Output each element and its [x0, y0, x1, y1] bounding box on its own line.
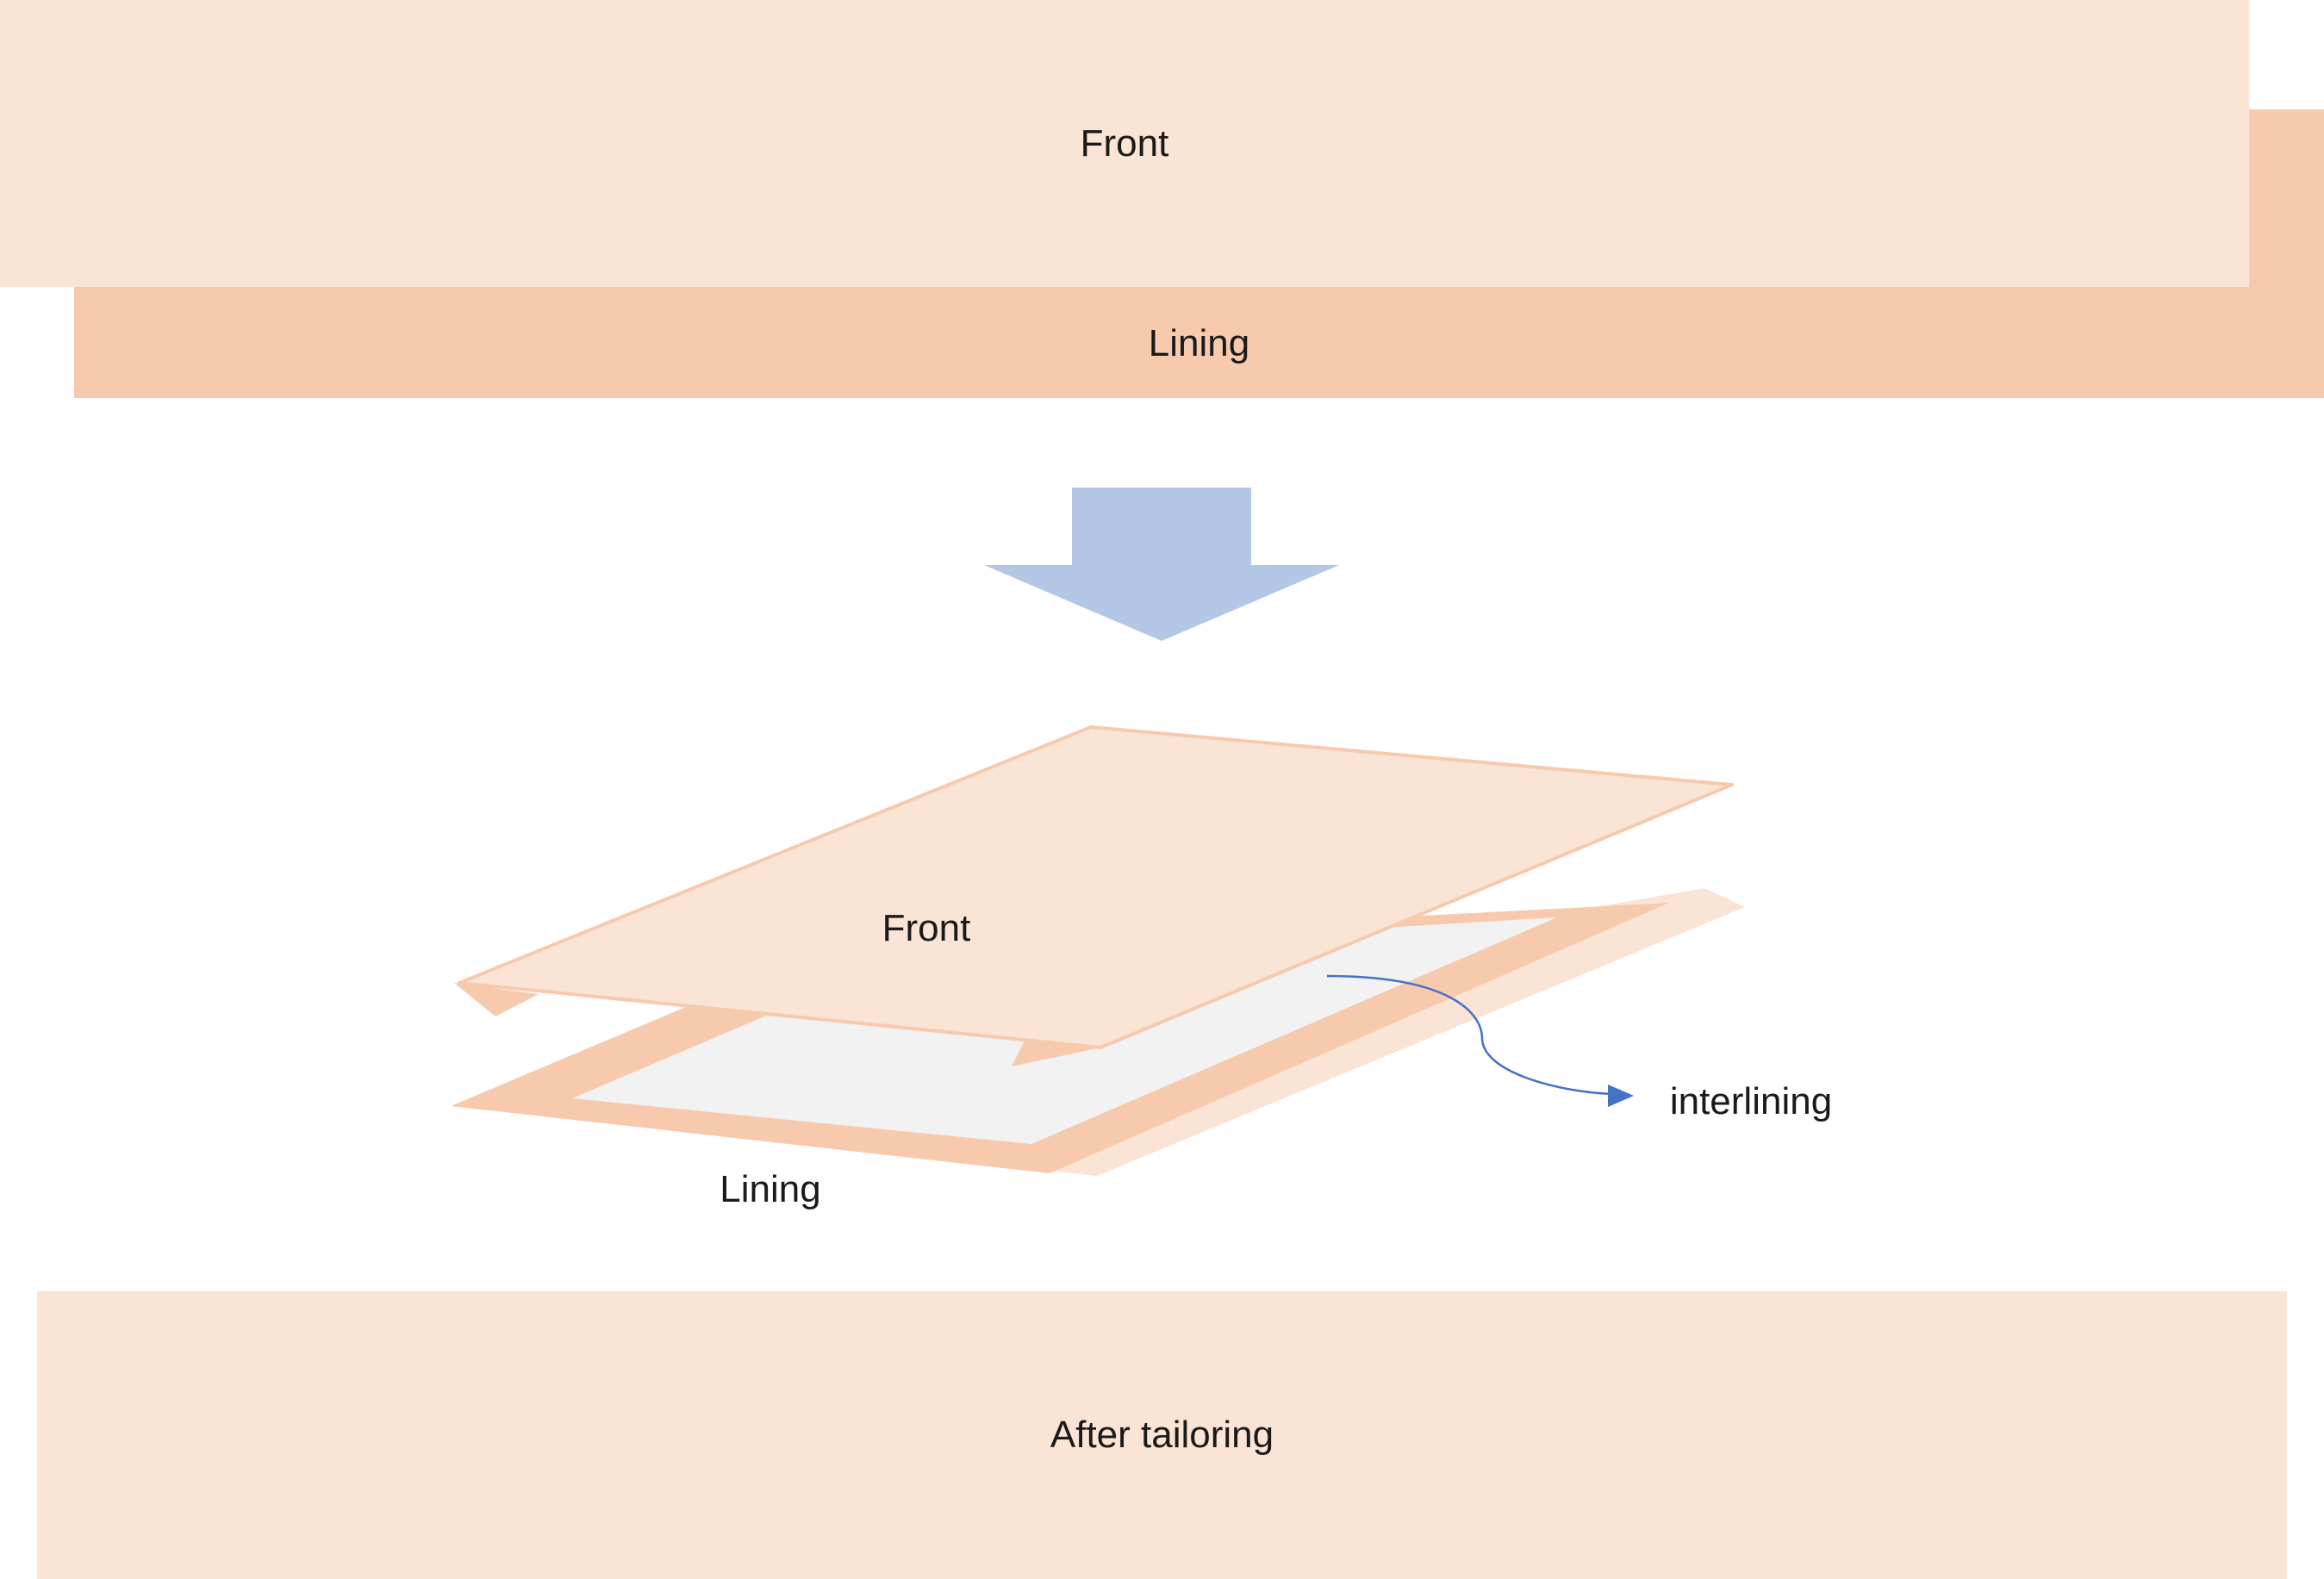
front-band: Front [0, 0, 2249, 287]
front-sheet-label: Front [882, 907, 971, 949]
lining-band-label: Lining [1148, 322, 1250, 364]
interlining-pointer-line [1326, 974, 1614, 1096]
front-sheet-fold-right [1012, 1039, 1101, 1066]
after-tailoring-band: After tailoring [37, 1291, 2287, 1579]
after-tailoring-label: After tailoring [1050, 1414, 1274, 1456]
front-sheet [458, 725, 1734, 1049]
interlining-pointer-arrowhead-icon [1608, 1085, 1634, 1107]
down-arrow-icon [984, 488, 1339, 641]
interlining-sheet [572, 917, 1557, 1144]
lining-sheet-light [451, 888, 1745, 1176]
lining-sheet-label: Lining [720, 1168, 820, 1210]
front-band-label: Front [1080, 121, 1169, 165]
lining-sheet [451, 903, 1669, 1173]
front-sheet-fold-left [454, 983, 539, 1016]
interlining-label: interlining [1670, 1080, 1832, 1122]
